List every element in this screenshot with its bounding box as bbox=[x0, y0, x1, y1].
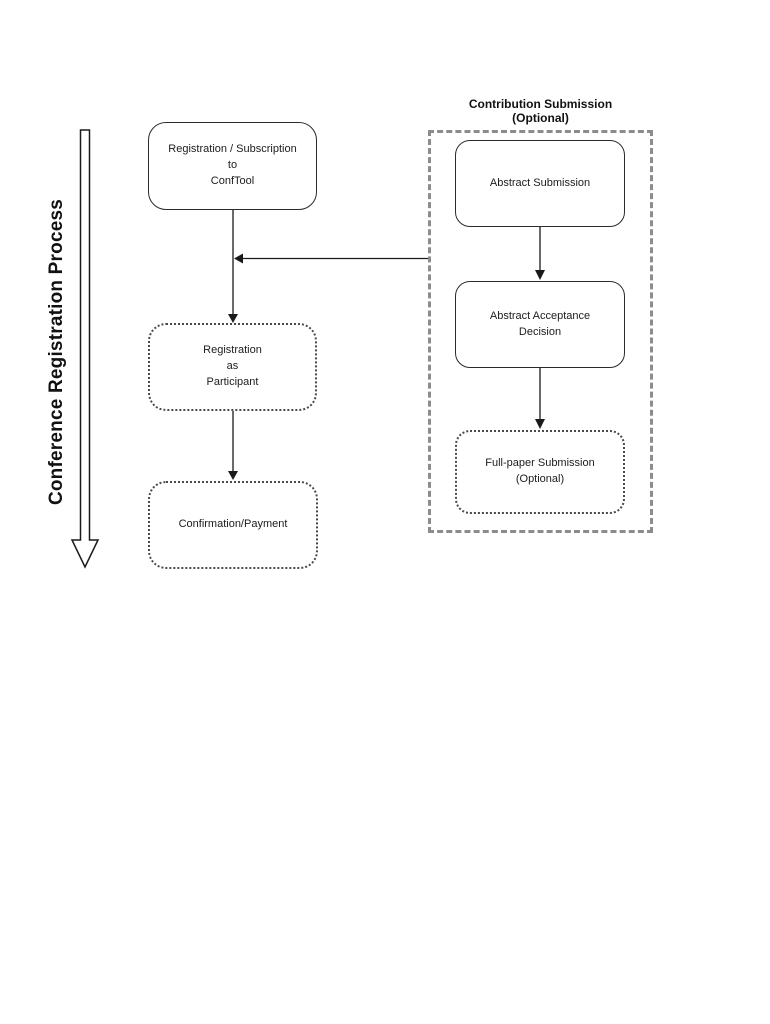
node-abstract-acceptance-decision: Abstract Acceptance Decision bbox=[455, 281, 625, 368]
node-abstract-submission: Abstract Submission bbox=[455, 140, 625, 227]
process-direction-arrow bbox=[70, 129, 100, 569]
process-label: Conference Registration Process bbox=[46, 198, 67, 506]
connector-main-2-arrowhead bbox=[228, 471, 238, 480]
node-registration-as-participant-label: Registration as Participant bbox=[203, 344, 262, 388]
node-registration-subscription: Registration / Subscription to ConfTool bbox=[148, 122, 317, 210]
node-fullpaper-submission-label: Full-paper Submission (Optional) bbox=[485, 457, 595, 485]
optional-group-title: Contribution Submission (Optional) bbox=[468, 97, 613, 126]
node-registration-as-participant: Registration as Participant bbox=[148, 323, 317, 411]
node-abstract-submission-label: Abstract Submission bbox=[489, 176, 591, 189]
connector-group-to-main-arrowhead bbox=[234, 253, 243, 264]
node-confirmation-payment-label: Confirmation/Payment bbox=[178, 518, 288, 531]
node-abstract-acceptance-decision-label: Abstract Acceptance Decision bbox=[489, 309, 591, 338]
connector-main-1-arrowhead bbox=[228, 314, 238, 323]
node-registration-subscription-label: Registration / Subscription to ConfTool bbox=[168, 143, 297, 187]
node-fullpaper-submission: Full-paper Submission (Optional) bbox=[455, 430, 625, 514]
optional-group-container bbox=[428, 130, 653, 533]
node-confirmation-payment: Confirmation/Payment bbox=[148, 481, 318, 569]
